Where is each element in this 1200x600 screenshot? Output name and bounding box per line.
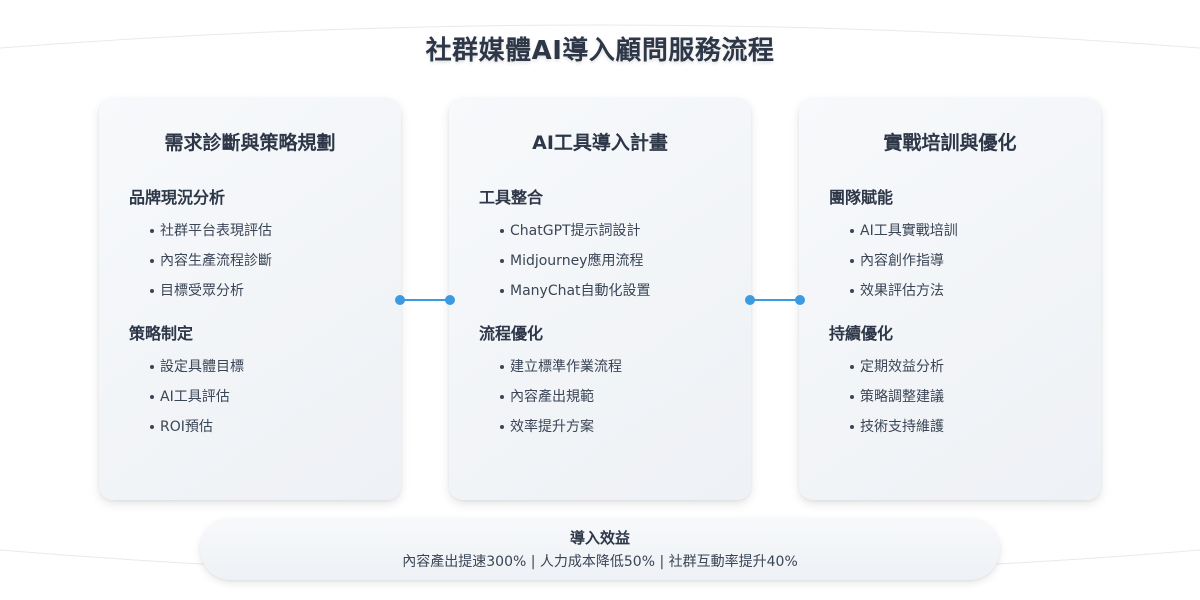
list-item: AI工具實戰培訓	[829, 216, 1071, 246]
bullet-icon	[150, 365, 154, 369]
list-item: 效率提升方案	[479, 412, 721, 442]
list-item-label: 設定具體目標	[160, 359, 244, 375]
bullet-icon	[150, 289, 154, 293]
card-title: 需求診斷與策略規劃	[164, 132, 336, 154]
list-item: 技術支持維護	[829, 412, 1071, 442]
stage-card-implementation: AI工具導入計畫 工具整合 ChatGPT提示詞設計 Midjourney應用流…	[449, 98, 751, 500]
bullet-icon	[850, 425, 854, 429]
list-item-label: ROI預估	[160, 419, 213, 435]
list-item-label: Midjourney應用流程	[510, 253, 644, 269]
list-item-label: 策略調整建議	[860, 389, 944, 405]
list-item-label: AI工具實戰培訓	[860, 223, 958, 239]
list-item-label: 效果評估方法	[860, 283, 944, 299]
bullet-icon	[850, 229, 854, 233]
page-title: 社群媒體AI導入顧問服務流程	[425, 36, 775, 66]
section-title: 流程優化	[479, 324, 544, 343]
section-title: 品牌現況分析	[129, 188, 226, 207]
section-title: 團隊賦能	[829, 188, 894, 207]
bullet-icon	[500, 289, 504, 293]
list-item-label: AI工具評估	[160, 389, 230, 405]
list-item: ManyChat自動化設置	[479, 276, 721, 306]
list-item: AI工具評估	[129, 382, 371, 412]
list-item: 建立標準作業流程	[479, 352, 721, 382]
list-item: ChatGPT提示詞設計	[479, 216, 721, 246]
section-title: 策略制定	[129, 324, 194, 343]
card-title: 實戰培訓與優化	[883, 132, 1017, 154]
stage-card-training: 實戰培訓與優化 團隊賦能 AI工具實戰培訓 內容創作指導 效果評估方法 持續優化…	[799, 98, 1101, 500]
stage-card-diagnosis: 需求診斷與策略規劃 品牌現況分析 社群平台表現評估 內容生產流程診斷 目標受眾分…	[99, 98, 401, 500]
list-item: 目標受眾分析	[129, 276, 371, 306]
list-item-label: 內容產出規範	[510, 389, 594, 405]
list-item: ROI預估	[129, 412, 371, 442]
list-item-label: 效率提升方案	[510, 419, 594, 435]
bullet-icon	[150, 425, 154, 429]
list-item-label: 內容創作指導	[860, 253, 944, 269]
benefits-title: 導入效益	[569, 529, 630, 547]
card-section: 團隊賦能 AI工具實戰培訓 內容創作指導 效果評估方法	[829, 186, 1071, 306]
list-item-label: 內容生產流程診斷	[160, 253, 272, 269]
bullet-icon	[500, 259, 504, 263]
list-item-label: 社群平台表現評估	[160, 223, 272, 239]
list-item-label: 建立標準作業流程	[510, 359, 622, 375]
list-item: 內容生產流程診斷	[129, 246, 371, 276]
card-section: 流程優化 建立標準作業流程 內容產出規範 效率提升方案	[479, 322, 721, 442]
list-item-label: 定期效益分析	[860, 359, 944, 375]
benefits-banner: 導入效益 內容產出提速300% | 人力成本降低50% | 社群互動率提升40%	[200, 518, 1000, 580]
list-item: 策略調整建議	[829, 382, 1071, 412]
list-item: 內容產出規範	[479, 382, 721, 412]
bullet-icon	[500, 365, 504, 369]
bullet-icon	[150, 229, 154, 233]
list-item-label: 目標受眾分析	[160, 283, 244, 299]
bullet-icon	[150, 259, 154, 263]
top-arc	[0, 24, 1200, 49]
list-item: 效果評估方法	[829, 276, 1071, 306]
list-item: 定期效益分析	[829, 352, 1071, 382]
bullet-icon	[850, 365, 854, 369]
card-section: 策略制定 設定具體目標 AI工具評估 ROI預估	[129, 322, 371, 442]
section-title: 持續優化	[829, 324, 894, 343]
bullet-icon	[850, 289, 854, 293]
benefits-text: 內容產出提速300% | 人力成本降低50% | 社群互動率提升40%	[402, 554, 798, 570]
list-item-label: ManyChat自動化設置	[510, 283, 651, 299]
card-section: 品牌現況分析 社群平台表現評估 內容生產流程診斷 目標受眾分析	[129, 186, 371, 306]
bullet-icon	[850, 259, 854, 263]
bullet-icon	[500, 395, 504, 399]
list-item: 社群平台表現評估	[129, 216, 371, 246]
list-item: 設定具體目標	[129, 352, 371, 382]
bullet-icon	[500, 229, 504, 233]
card-section: 持續優化 定期效益分析 策略調整建議 技術支持維護	[829, 322, 1071, 442]
bullet-icon	[850, 395, 854, 399]
card-title: AI工具導入計畫	[532, 132, 668, 154]
section-title: 工具整合	[479, 188, 544, 207]
bullet-icon	[500, 425, 504, 429]
bullet-icon	[150, 395, 154, 399]
card-section: 工具整合 ChatGPT提示詞設計 Midjourney應用流程 ManyCha…	[479, 186, 721, 306]
list-item-label: ChatGPT提示詞設計	[510, 223, 641, 239]
list-item: Midjourney應用流程	[479, 246, 721, 276]
list-item: 內容創作指導	[829, 246, 1071, 276]
list-item-label: 技術支持維護	[860, 419, 944, 435]
